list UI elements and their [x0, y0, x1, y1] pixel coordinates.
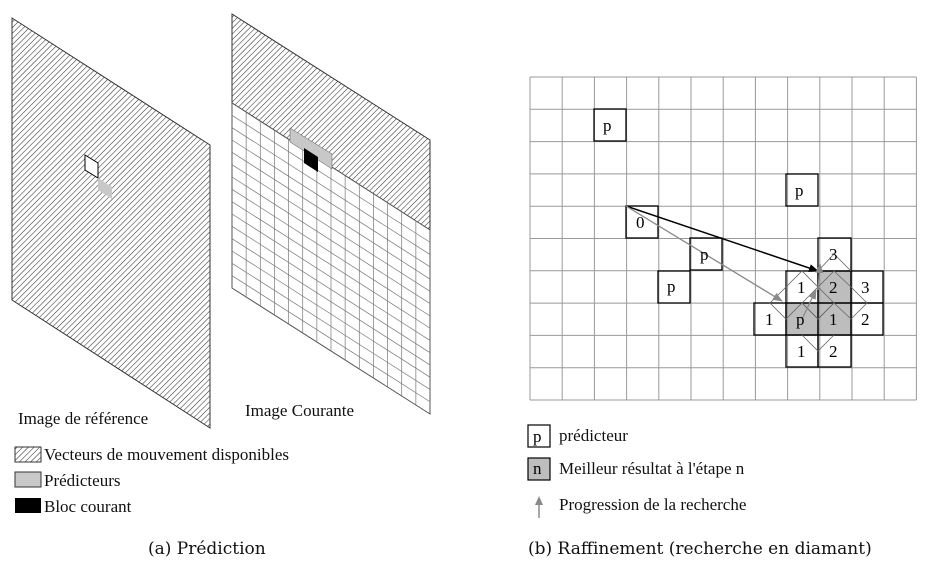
best-cell-1 — [818, 303, 851, 335]
legend-current-block-swatch — [15, 498, 41, 513]
legend-progress-text: Progression de la recherche — [559, 495, 747, 514]
gray-step-arrow-2 — [815, 263, 824, 291]
cell-p-1: p — [603, 116, 612, 135]
search-grid: p p 0 p p 3 1 2 3 1 p 1 2 1 2 — [529, 76, 917, 401]
cell-zero: 0 — [636, 213, 645, 232]
current-image-grid — [231, 112, 431, 405]
legend-predictor-box — [527, 424, 551, 448]
legend-hatch-swatch — [14, 446, 42, 463]
cell-p-3: p — [700, 245, 709, 264]
legend-best-symbol: n — [533, 459, 542, 478]
current-block — [304, 148, 318, 172]
legend-arrow-icon — [535, 496, 543, 518]
cell-2-bottom: 2 — [829, 342, 838, 361]
reference-image-label: Image de référence — [18, 409, 149, 428]
cell-p-center: p — [796, 310, 805, 329]
current-image — [231, 13, 431, 415]
legend-best-text: Meilleur résultat à l'étape n — [559, 459, 745, 478]
legend-predictors: Prédicteurs — [44, 471, 121, 490]
cell-1-bottom: 1 — [797, 342, 806, 361]
best-cell-2 — [818, 271, 851, 303]
legend-available-vectors: Vecteurs de mouvement disponibles — [44, 445, 290, 464]
legend-predictor-symbol: p — [533, 427, 542, 446]
legend-best-box — [527, 457, 551, 481]
caption-a: (a) Prédiction — [148, 539, 266, 559]
legend-predictor-text: prédicteur — [559, 426, 628, 445]
cell-1-left: 1 — [765, 310, 774, 329]
gray-search-arrow — [625, 205, 783, 302]
legend-predictor-swatch — [14, 471, 42, 488]
cell-2-best: 2 — [829, 278, 838, 297]
current-predictors — [289, 127, 333, 170]
caption-b: (b) Raffinement (recherche en diamant) — [528, 539, 872, 559]
current-image-label: Image Courante — [245, 401, 355, 420]
cell-1-best: 1 — [829, 310, 838, 329]
cell-2-right: 2 — [861, 310, 870, 329]
gray-step-arrow-1 — [801, 289, 817, 320]
cell-p-2: p — [795, 181, 804, 200]
black-motion-arrow — [625, 205, 819, 272]
cell-1-upleft: 1 — [797, 278, 806, 297]
cell-p-4: p — [667, 277, 676, 296]
cell-3-right: 3 — [861, 278, 870, 297]
reference-image — [11, 17, 211, 429]
legend-current-block: Bloc courant — [44, 497, 132, 516]
reference-predictor — [98, 178, 112, 199]
cell-3-top: 3 — [829, 245, 838, 264]
